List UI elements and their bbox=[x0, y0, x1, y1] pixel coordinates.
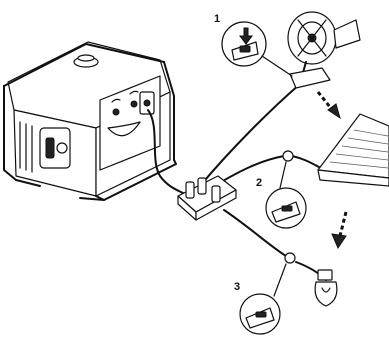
generator-icon bbox=[4, 42, 176, 200]
power-tool-icon bbox=[318, 114, 389, 186]
arrow-down-icon bbox=[332, 212, 346, 248]
fan-icon bbox=[288, 12, 360, 88]
step-1-number: 1 bbox=[214, 13, 220, 25]
step-2-number: 2 bbox=[256, 177, 262, 189]
switch-icon bbox=[283, 151, 293, 161]
step-1-callout: 1 bbox=[214, 13, 292, 76]
power-cords bbox=[148, 84, 330, 280]
arrow-down-icon bbox=[240, 28, 252, 44]
step-3-number: 3 bbox=[234, 281, 240, 293]
arrow-down-icon bbox=[318, 92, 340, 118]
switch-icon bbox=[285, 253, 295, 263]
step-3-callout: 3 bbox=[234, 253, 295, 334]
bulb-icon bbox=[315, 270, 337, 306]
